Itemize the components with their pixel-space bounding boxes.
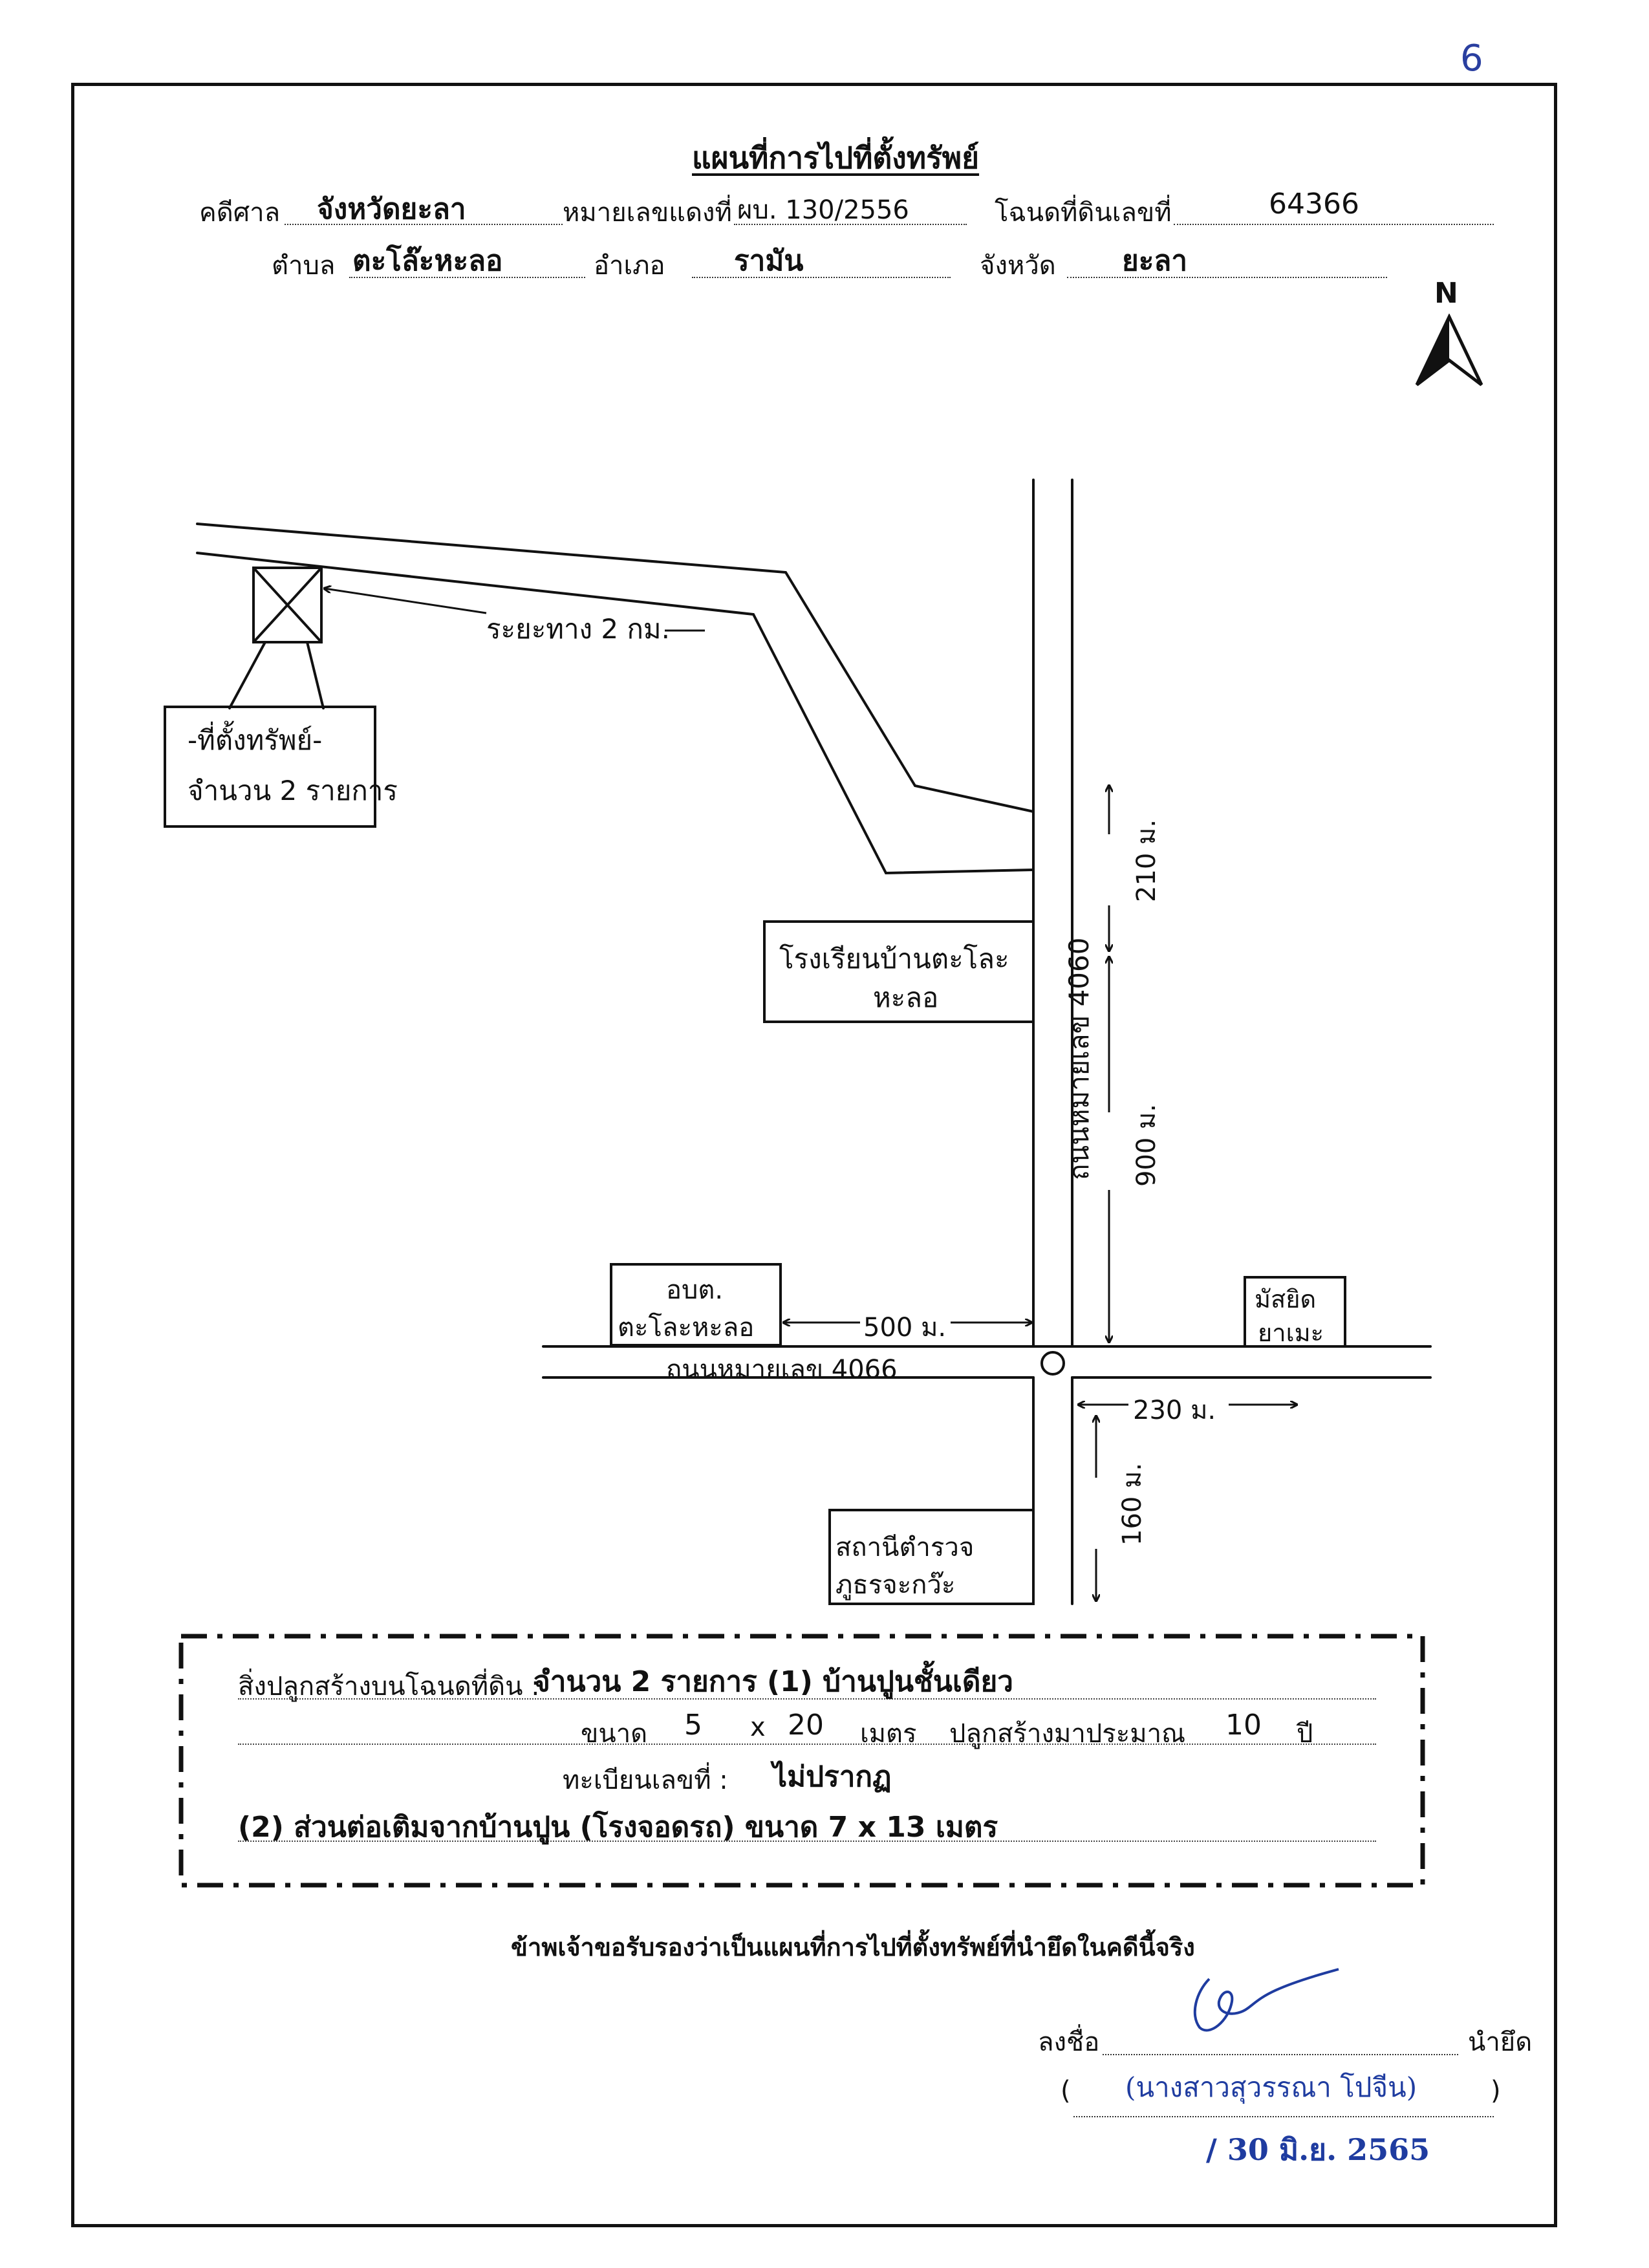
road-4066-label: ถนนหมายเลข 4066 — [666, 1355, 898, 1385]
distance-500-label: 500 ม. — [863, 1313, 947, 1343]
deed-label: โฉนดที่ดินเลขที่ — [995, 198, 1172, 228]
north-arrow-icon — [1415, 314, 1483, 386]
subdistrict-label: ตำบล — [272, 251, 336, 281]
police-label-line1: สถานีตำรวจ — [835, 1533, 975, 1562]
buildings-box — [178, 1634, 1425, 1888]
case-field — [734, 186, 967, 225]
subdistrict-field — [349, 239, 585, 278]
property-label-line1: -ที่ตั้งทรัพย์- — [188, 724, 323, 756]
sao-box — [610, 1263, 782, 1346]
court-field — [285, 186, 563, 225]
district-value: รามัน — [734, 244, 804, 277]
buildings-label: สิ่งปลูกสร้างบนโฉนดที่ดิน : — [238, 1672, 540, 1701]
police-box — [828, 1509, 1035, 1605]
mosque-box — [1244, 1276, 1346, 1348]
north-label: N — [1434, 277, 1458, 310]
case-label: หมายเลขแดงที่ — [563, 198, 732, 228]
buildings-line-2 — [238, 1707, 1376, 1745]
district-field — [692, 239, 951, 278]
built-label: ปลูกสร้างมาประมาณ — [949, 1719, 1186, 1749]
buildings-item-2: (2) ส่วนต่อเติมจากบ้านปูน (โรงจอดรถ) ขนา… — [238, 1811, 998, 1844]
seizer-role: นำยึด — [1468, 2027, 1533, 2057]
mosque-label-line2: ยาเมะ — [1258, 1319, 1324, 1347]
province-value: ยะลา — [1122, 244, 1188, 277]
province-label: จังหวัด — [980, 251, 1056, 281]
distance-900-label: 900 ม. — [1132, 1103, 1161, 1187]
court-label: คดีศาล — [199, 198, 281, 228]
distance-160-label: 160 ม. — [1117, 1462, 1147, 1546]
signed-date: / 30 มิ.ย. 2565 — [1206, 2132, 1430, 2167]
district-label: อำเภอ — [594, 251, 665, 281]
registration-label: ทะเบียนเลขที่ : — [563, 1766, 728, 1795]
signature-line — [1103, 2016, 1458, 2055]
parcel-leader — [228, 641, 325, 709]
name-open-paren: ( — [1061, 2076, 1071, 2106]
registration-value: ไม่ปรากฏ — [773, 1760, 892, 1793]
property-label-line2: จำนวน 2 รายการ — [188, 775, 398, 806]
deed-field — [1174, 186, 1494, 225]
parcel-cross-2 — [252, 567, 323, 643]
name-close-paren: ) — [1491, 2076, 1501, 2106]
police-label-line2: ภูธรจะกว๊ะ — [835, 1570, 956, 1600]
distance-2km-label: ระยะทาง 2 กม. — [486, 613, 670, 645]
sign-label: ลงชื่อ — [1038, 2027, 1100, 2057]
name-line — [1073, 2079, 1494, 2117]
intersection-marker — [1040, 1351, 1065, 1376]
distance-210-label: 210 ม. — [1132, 819, 1161, 902]
handwritten-signature — [1193, 1968, 1339, 2032]
built-years: 10 — [1225, 1709, 1262, 1742]
built-unit: ปี — [1297, 1719, 1313, 1749]
property-parcel — [252, 567, 323, 643]
mosque-label-line1: มัสยิด — [1255, 1285, 1317, 1313]
sao-label-line2: ตะโละหะลอ — [618, 1313, 755, 1343]
court-value: จังหวัดยะลา — [317, 193, 466, 226]
signer-name: (นางสาวสุวรรณา โปจีน) — [1125, 2071, 1417, 2103]
size-width: 5 — [684, 1709, 702, 1742]
distance-230-label: 230 ม. — [1133, 1396, 1216, 1425]
page-number: 6 — [1460, 38, 1483, 80]
deed-value: 64366 — [1269, 188, 1359, 221]
access-road-outer — [196, 523, 1035, 813]
case-value: ผบ. 130/2556 — [737, 195, 909, 225]
school-label-line1: โรงเรียนบ้านตะโละ — [779, 943, 1009, 975]
buildings-line-3 — [238, 1804, 1376, 1842]
subdistrict-value: ตะโล๊ะหะลอ — [352, 244, 503, 277]
road-4060-label: ถนนหมายเลข 4060 — [1063, 937, 1095, 1180]
school-label-line2: หะลอ — [873, 982, 939, 1013]
size-unit: เมตร — [860, 1719, 917, 1749]
buildings-line-1 — [238, 1662, 1376, 1700]
school-box — [763, 920, 1035, 1023]
province-field — [1067, 239, 1387, 278]
certification-text: ข้าพเจ้าขอรับรองว่าเป็นแผนที่การไปที่ตั้… — [511, 1933, 1195, 1961]
dim-2km-line — [325, 589, 487, 614]
property-label-box — [164, 706, 376, 828]
document-title: แผนที่การไปที่ตั้งทรัพย์ — [692, 140, 980, 175]
size-height: 20 — [788, 1709, 824, 1742]
size-times: x — [750, 1712, 766, 1742]
sao-label-line1: อบต. — [666, 1275, 724, 1305]
access-road-inner — [196, 552, 1035, 875]
buildings-value: จำนวน 2 รายการ (1) บ้านปูนชั้นเดียว — [534, 1665, 1013, 1698]
size-label: ขนาด — [581, 1719, 648, 1749]
document-frame — [71, 83, 1557, 2227]
